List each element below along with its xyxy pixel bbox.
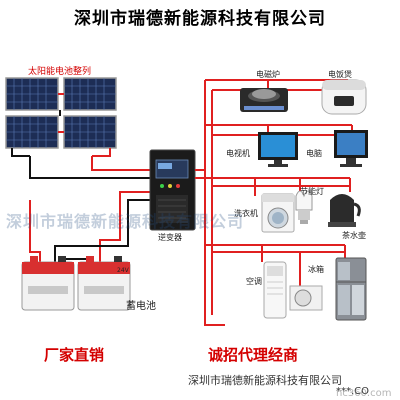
slogan-agents-wanted: 诚招代理经商 bbox=[208, 346, 299, 364]
rice-cooker-label: 电饭煲 bbox=[328, 70, 352, 79]
fridge-label: 冰箱 bbox=[308, 265, 324, 274]
panel-wires bbox=[11, 93, 111, 157]
solar-panel-3 bbox=[5, 115, 59, 149]
ac-label: 空调 bbox=[246, 277, 262, 286]
washing-machine bbox=[261, 193, 295, 233]
inverter bbox=[149, 149, 196, 231]
energy-saving-lamp bbox=[295, 190, 313, 224]
footer-contact: ***.CO bbox=[336, 386, 370, 397]
kettle-label: 茶水壶 bbox=[342, 231, 366, 240]
kettle bbox=[328, 194, 361, 227]
rice-cooker bbox=[321, 79, 367, 115]
washer-label: 洗衣机 bbox=[234, 209, 258, 218]
page-title: 深圳市瑞德新能源科技有限公司 bbox=[74, 9, 326, 29]
slogan-direct-sales: 厂家直销 bbox=[44, 346, 105, 364]
solar-panel-2 bbox=[63, 77, 117, 111]
dc-wires bbox=[29, 156, 152, 262]
refrigerator bbox=[335, 257, 367, 321]
corner-watermark: hc360.com bbox=[336, 388, 392, 399]
computer-label: 电脑 bbox=[306, 149, 322, 158]
battery-label: 蓄电池 bbox=[126, 301, 156, 312]
solar-array-label: 太阳能电池整列 bbox=[28, 67, 92, 77]
battery-2 bbox=[77, 256, 131, 311]
lamp-label: 节能灯 bbox=[300, 187, 324, 196]
watermark-text: 深圳市瑞德新能源科技有限公司 bbox=[6, 212, 245, 231]
induction-cooker bbox=[240, 88, 288, 112]
tv bbox=[258, 132, 298, 167]
tv-label: 电视机 bbox=[226, 149, 250, 158]
solar-panel-1 bbox=[5, 77, 59, 111]
air-conditioner bbox=[263, 261, 287, 319]
footer-company: 深圳市瑞德新能源科技有限公司 bbox=[188, 374, 342, 387]
inverter-label: 逆变器 bbox=[158, 233, 182, 242]
induction-cooker-label: 电磁炉 bbox=[256, 70, 280, 79]
ac-bus-wires bbox=[195, 79, 353, 326]
solar-panel-4 bbox=[63, 115, 117, 149]
battery-1 bbox=[21, 256, 75, 311]
computer bbox=[334, 130, 368, 167]
battery-voltage-label: 24V bbox=[117, 267, 129, 274]
ac-outdoor-unit bbox=[289, 285, 323, 311]
